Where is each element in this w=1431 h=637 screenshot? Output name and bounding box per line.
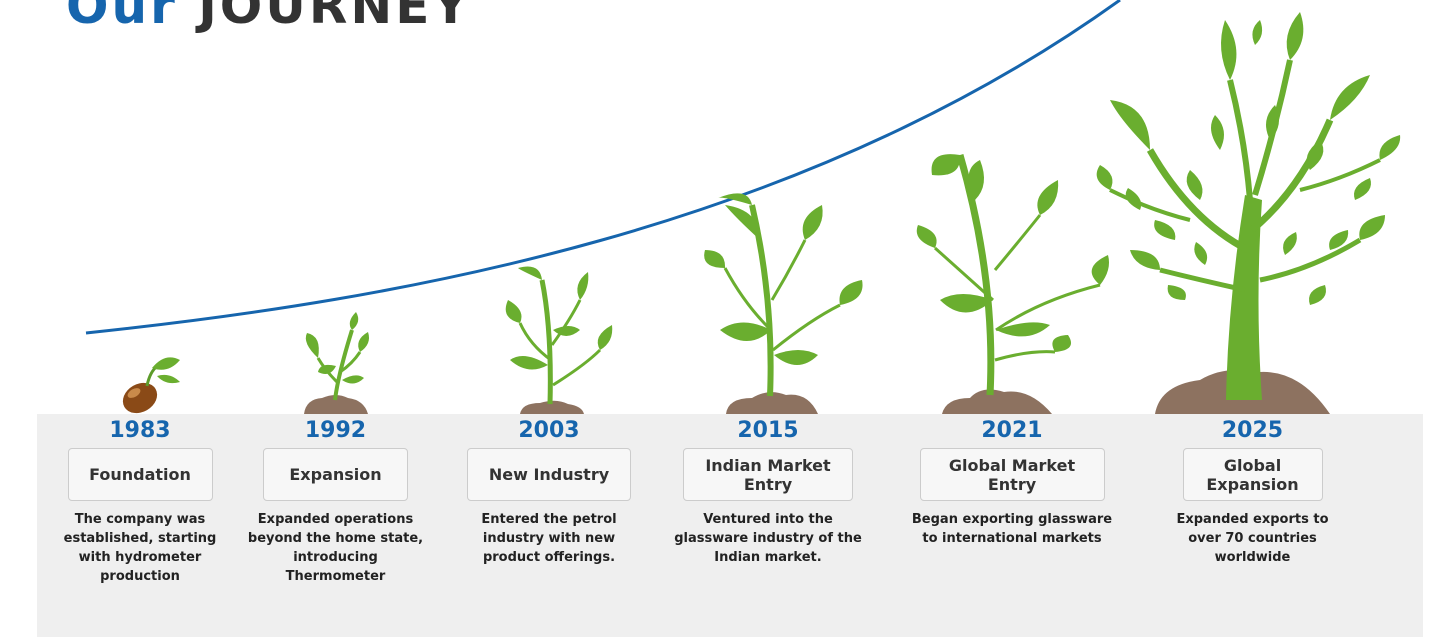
milestone-2015: 2015 Indian Market Entry Ventured into t… (673, 418, 863, 568)
sprout-icon (304, 312, 369, 414)
milestone-2021: 2021 Global Market Entry Began exporting… (908, 418, 1116, 549)
milestone-description: Expanded operations beyond the home stat… (247, 512, 424, 584)
milestone-description: Expanded exports to over 70 countries wo… (1176, 512, 1329, 566)
milestone-year: 2003 (518, 418, 580, 443)
milestone-label-box: New Industry (467, 448, 631, 502)
milestone-description: The company was established, starting wi… (63, 512, 217, 584)
milestone-1983: 1983 Foundation The company was establis… (61, 418, 219, 587)
milestone-label-box: Global Expansion (1182, 448, 1323, 502)
milestone-label-box: Foundation (67, 448, 213, 502)
title-main: JOURNEY (198, 0, 472, 35)
milestone-year: 1983 (109, 418, 171, 443)
plant-icon (704, 193, 863, 414)
milestone-label-box: Indian Market Entry (683, 448, 853, 502)
milestone-label-box: Global Market Entry (919, 448, 1105, 502)
milestone-label-box: Expansion (263, 448, 408, 502)
milestone-2025: 2025 Global Expansion Expanded exports t… (1165, 418, 1340, 568)
milestone-label: Expansion (289, 465, 382, 485)
milestone-label: New Industry (488, 465, 610, 485)
milestone-description: Ventured into the glassware industry of … (674, 512, 862, 566)
milestone-year: 2021 (981, 418, 1043, 443)
milestone-description: Began exporting glassware to internation… (911, 512, 1113, 547)
milestone-year: 1992 (304, 418, 367, 443)
milestone-2003: 2003 New Industry Entered the petrol ind… (466, 418, 632, 568)
growth-curve (85, 0, 1121, 335)
milestone-label: Indian Market Entry (705, 455, 831, 494)
large-plant-icon (916, 154, 1109, 414)
milestone-year: 2015 (737, 418, 799, 443)
milestone-label: Global Market Entry (948, 455, 1076, 494)
milestone-description: Entered the petrol industry with new pro… (481, 512, 617, 566)
tree-icon (1096, 12, 1401, 414)
milestone-1992: 1992 Expansion Expanded operations beyon… (243, 418, 428, 587)
milestone-label: Global Expansion (1206, 455, 1299, 494)
title-accent: Our (66, 0, 178, 35)
young-plant-icon (505, 266, 613, 414)
milestone-year: 2025 (1221, 418, 1284, 443)
milestone-label: Foundation (89, 465, 191, 485)
page-title: Our JOURNEY (66, 0, 472, 36)
seed-icon (122, 357, 180, 414)
